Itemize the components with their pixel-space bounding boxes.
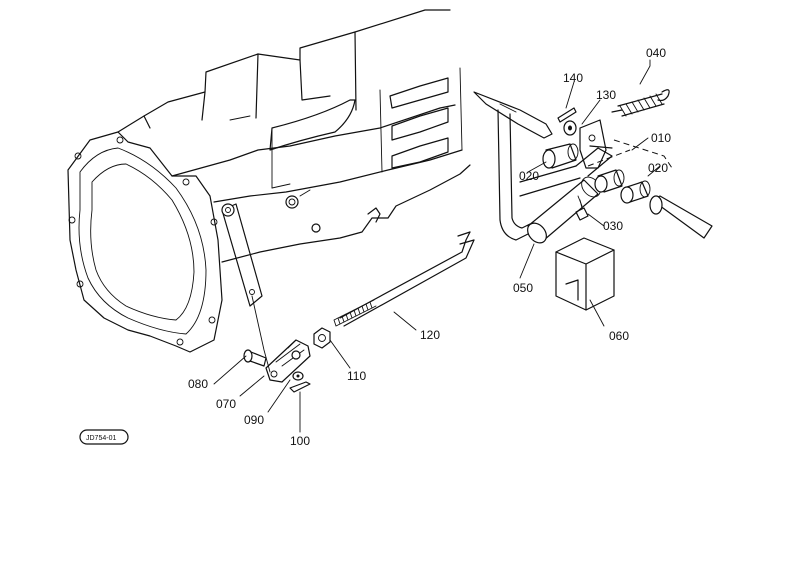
label-130: 130 — [596, 88, 616, 102]
label-090: 090 — [244, 413, 264, 427]
reference-code-badge: JD754-01 — [79, 429, 129, 445]
clevis-pin — [243, 349, 267, 367]
label-080: 080 — [188, 377, 208, 391]
bushing-right — [620, 180, 651, 204]
label-040: 040 — [646, 46, 666, 60]
label-100: 100 — [290, 434, 310, 448]
label-060: 060 — [609, 329, 629, 343]
clutch-pedal — [473, 91, 613, 244]
label-020-right: 020 — [648, 161, 668, 175]
clevis-yoke — [265, 339, 311, 383]
label-120: 110 — [347, 369, 366, 383]
clutch-rod — [333, 231, 475, 327]
label-030: 030 — [603, 219, 623, 233]
lock-nut — [313, 327, 331, 349]
return-spring — [611, 89, 670, 117]
cotter-pin — [289, 381, 311, 393]
pedal-bracket — [579, 119, 613, 169]
label-050: 050 — [513, 281, 533, 295]
label-070: 070 — [216, 397, 236, 411]
part-labels: 040 140 130 010 020 020 030 050 060 120 … — [188, 46, 671, 448]
reference-code: JD754-01 — [86, 435, 116, 442]
bushing-upper — [542, 143, 579, 169]
spring-pin — [557, 107, 577, 123]
pedal-rubber — [555, 237, 615, 311]
washer — [292, 371, 304, 381]
grease-nipple — [575, 199, 589, 221]
leader-lines — [213, 59, 661, 433]
label-010: 010 — [651, 131, 671, 145]
label-020-upper: 020 — [519, 169, 539, 183]
clutch-pedal-shaft — [587, 139, 713, 239]
label-140: 140 — [563, 71, 583, 85]
label-110: 120 — [420, 328, 440, 342]
plain-washer — [563, 120, 577, 136]
transmission-housing — [67, 9, 471, 373]
